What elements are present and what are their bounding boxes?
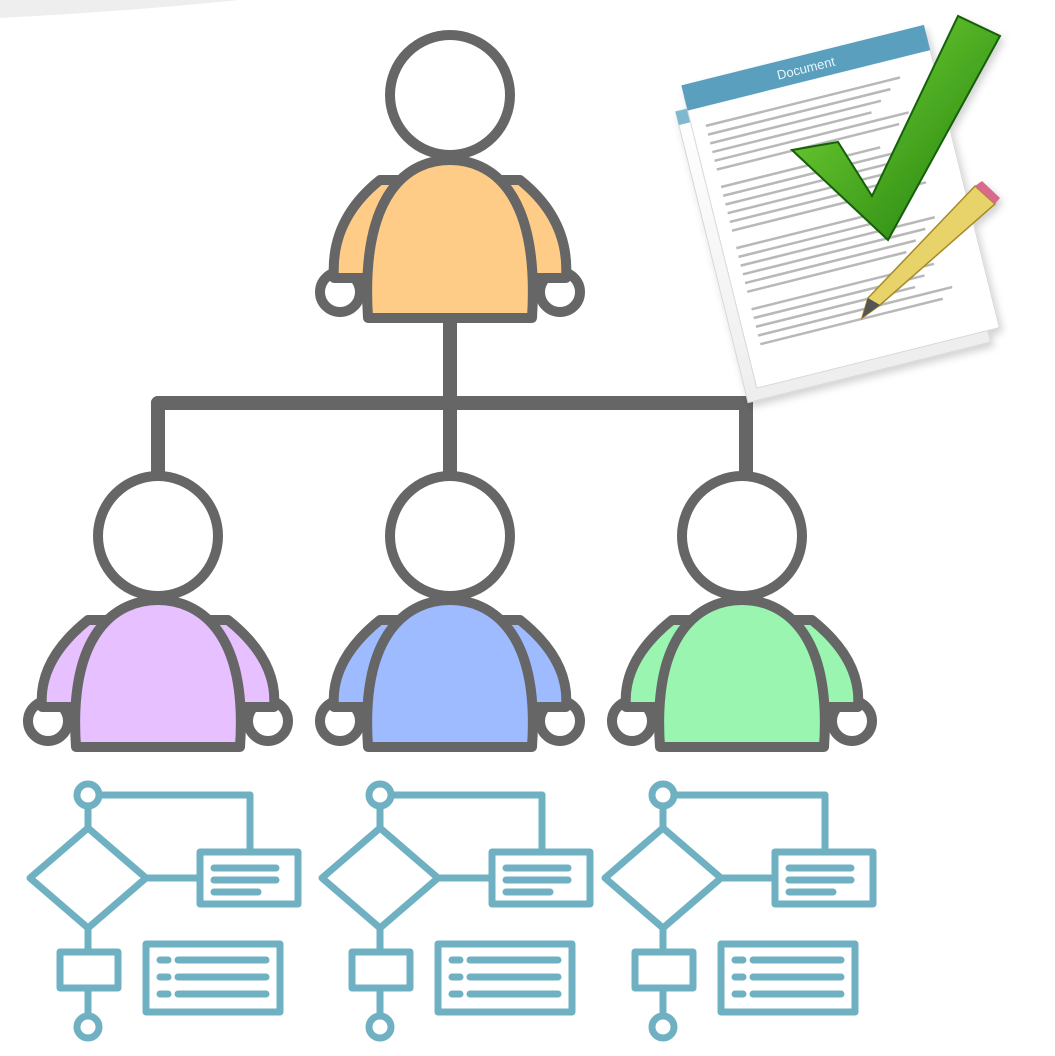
root-person-head xyxy=(385,30,515,160)
pencil-icon xyxy=(860,181,1000,320)
root-person xyxy=(315,30,585,323)
flowchart-icon-1 xyxy=(26,780,302,1042)
flowchart-icon-3 xyxy=(601,780,877,1042)
child-person-3 xyxy=(607,471,877,752)
background-swoosh xyxy=(0,0,240,18)
child-person-1-head xyxy=(93,471,223,601)
child-person-1-body xyxy=(70,595,246,752)
child-person-1 xyxy=(23,471,293,752)
child-person-2-head xyxy=(385,471,515,601)
org-connectors xyxy=(151,311,753,485)
child-person-3-body xyxy=(654,595,830,752)
flowchart-icon-2 xyxy=(318,780,594,1042)
checkmark-icon xyxy=(789,14,1002,242)
child-person-3-head xyxy=(677,471,807,601)
document-check-icon: Document xyxy=(674,14,1002,404)
child-person-2-body xyxy=(362,595,538,752)
child-person-2 xyxy=(315,471,585,752)
root-person-body xyxy=(362,155,538,323)
